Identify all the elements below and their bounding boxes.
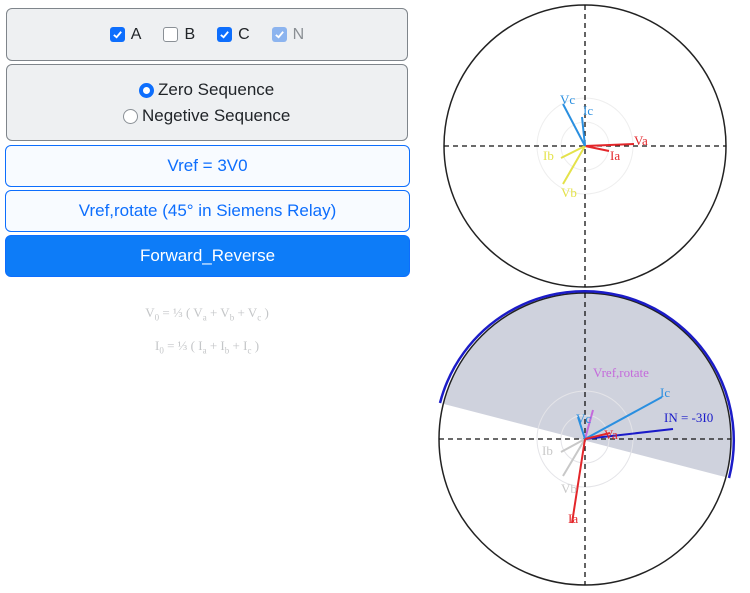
bottom-ia-phasor xyxy=(571,438,586,524)
zero-sequence-label: Zero Sequence xyxy=(158,80,275,99)
top-vb-phasor xyxy=(562,145,586,185)
top-ia-label: Ia xyxy=(610,148,620,163)
check-icon xyxy=(217,27,233,42)
phase-c-label: C xyxy=(238,25,250,43)
bottom-va-phasor xyxy=(584,432,611,440)
radio-selected-icon xyxy=(139,82,154,98)
bottom-vc-phasor xyxy=(577,416,586,440)
sequence-selector: Zero Sequence Negetive Sequence xyxy=(6,64,408,141)
zero-sequence-radio[interactable]: Zero Sequence xyxy=(139,80,274,100)
top-va-label: Va xyxy=(634,133,648,148)
bottom-ia-label: Ia xyxy=(568,511,578,526)
top-vc-phasor xyxy=(562,103,586,147)
forward-zone xyxy=(439,293,731,478)
phase-b-label: B xyxy=(184,25,196,43)
top-ib-phasor xyxy=(560,145,586,159)
vref-button[interactable]: Vref = 3V0 xyxy=(5,145,410,187)
vref-rotate-button[interactable]: Vref,rotate (45° in Siemens Relay) xyxy=(5,190,410,232)
bottom-ib-phasor xyxy=(560,438,586,453)
v0-formula: V0 = ⅓ ( Va + Vb + Vc ) xyxy=(145,305,269,323)
top-ic-phasor xyxy=(581,116,586,147)
bottom-vc-label: Vc xyxy=(576,411,591,426)
top-vc-label: Vc xyxy=(560,92,575,107)
in-label: IN = -3I0 xyxy=(664,410,713,425)
i0-formula: I0 = ⅓ ( Ia + Ib + Ic ) xyxy=(154,338,260,356)
phase-b-checkbox[interactable]: B xyxy=(163,26,195,44)
forward-reverse-button[interactable]: Forward_Reverse xyxy=(5,235,410,277)
phase-n-label: N xyxy=(292,25,305,43)
vref-rotate-phasor xyxy=(584,409,594,440)
top-va-phasor xyxy=(584,143,635,147)
in-phasor xyxy=(584,428,674,440)
check-icon xyxy=(271,27,287,42)
vref-rotate-label: Vref,rotate xyxy=(593,365,649,380)
bottom-ic-phasor xyxy=(584,396,663,440)
bottom-phasor-diagram: Vref,rotate Ic IN = -3I0 Vc Va Ib Vb Ia xyxy=(438,289,736,586)
top-vb-label: Vb xyxy=(561,185,577,200)
top-ic-label: Ic xyxy=(583,103,593,118)
top-ia-phasor xyxy=(584,145,610,152)
bottom-ib-label: Ib xyxy=(542,443,553,458)
radio-unselected-icon xyxy=(123,108,138,124)
phasor-diagrams: Va Ia Vb Ib Vc Ic Vref,rotate Ic IN = -3… xyxy=(438,4,736,586)
phase-n-checkbox: N xyxy=(271,25,305,44)
phase-a-label: A xyxy=(130,25,142,43)
check-icon xyxy=(109,27,125,42)
top-phasor-diagram: Va Ia Vb Ib Vc Ic xyxy=(443,4,727,288)
negative-sequence-radio[interactable]: Negetive Sequence xyxy=(123,106,290,126)
bottom-vb-label: Vb xyxy=(561,481,577,496)
bottom-va-label: Va xyxy=(604,427,618,442)
negative-sequence-label: Negetive Sequence xyxy=(142,106,291,125)
forward-zone-arc xyxy=(438,289,736,479)
bottom-ic-label: Ic xyxy=(660,385,670,400)
phase-c-checkbox[interactable]: C xyxy=(217,26,250,44)
bottom-vb-phasor xyxy=(562,438,586,477)
top-ib-label: Ib xyxy=(543,148,554,163)
phase-selector: A B C N xyxy=(6,8,408,61)
phase-a-checkbox[interactable]: A xyxy=(109,25,142,44)
checkbox-empty-icon xyxy=(163,27,179,42)
